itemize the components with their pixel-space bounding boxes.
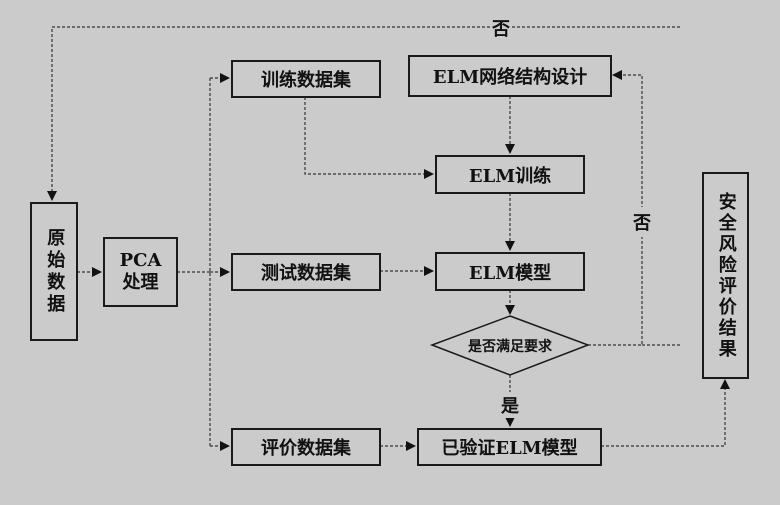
- edge-top-feedback: [47, 26, 680, 201]
- edge-label-no-right: 否: [633, 207, 651, 237]
- node-elm-train: ELM训练: [435, 155, 585, 194]
- node-result: 安全风险评价结果: [702, 172, 749, 379]
- edge-decision-no-to-design: [588, 70, 643, 346]
- node-raw-data: 原始数据: [30, 202, 78, 341]
- node-test-set-label: 测试数据集: [261, 263, 351, 284]
- edge-label-no-top: 否: [490, 15, 512, 41]
- edge-verified-to-result: [601, 379, 730, 447]
- node-eval-set-label: 评价数据集: [261, 438, 351, 459]
- node-eval-set: 评价数据集: [231, 428, 381, 466]
- node-verified-model-label: 已验证ELM模型: [441, 438, 578, 459]
- node-elm-model-label: ELM模型: [468, 262, 552, 284]
- node-result-label: 安全风险评价结果: [715, 191, 737, 360]
- node-verified-model: 已验证ELM模型: [417, 428, 602, 466]
- node-pca-line1: PCA: [119, 249, 162, 271]
- edge-label-yes: 是: [500, 392, 520, 418]
- decision-label: 是否满足要求: [468, 339, 552, 355]
- node-raw-data-label: 原始数据: [44, 227, 66, 316]
- node-pca-line2: 处理: [122, 272, 159, 293]
- node-elm-design: ELM网络结构设计: [408, 55, 612, 97]
- node-pca: PCA 处理: [103, 237, 178, 307]
- node-elm-model: ELM模型: [435, 252, 585, 291]
- node-test-set: 测试数据集: [231, 253, 381, 291]
- node-elm-train-label: ELM训练: [468, 165, 552, 187]
- node-train-set-label: 训练数据集: [261, 70, 351, 91]
- node-elm-design-label: ELM网络结构设计: [432, 67, 588, 88]
- edge-train-set-to-elm-train: [304, 97, 434, 179]
- decision-diamond: [429, 315, 591, 376]
- node-train-set: 训练数据集: [231, 60, 381, 98]
